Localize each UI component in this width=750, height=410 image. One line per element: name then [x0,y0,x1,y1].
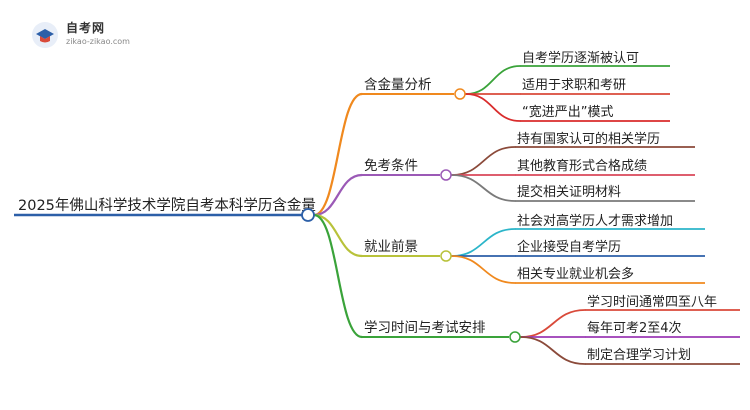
leaf-topic: 其他教育形式合格成绩 [517,158,647,174]
leaf-connector [451,228,516,257]
root-branch-connector [312,213,364,258]
branch-topic: 含金量分析 [364,77,432,93]
leaf-connector [451,146,516,176]
logo-title: 自考网 [66,21,106,35]
branch-topic: 免考条件 [364,157,418,174]
leaf-topic: 社会对高学历人才需求增加 [517,213,673,229]
root-branch-connector [312,213,364,339]
leaf-topic: 适用于求职和考研 [522,78,626,93]
branch-topic: 就业前景 [364,238,418,255]
leaf-connector [451,174,516,202]
leaf-topic: “宽进严出”模式 [522,104,613,120]
root-branch-connector [312,173,364,217]
leaf-connector [465,93,521,122]
root-topic: 2025年佛山科学技术学院自考本科学历含金量 [18,197,316,214]
leaf-topic: 提交相关证明材料 [517,184,621,200]
root-branch-connector [312,92,364,217]
branch-node-circle [440,169,452,181]
logo-url: zikao-zikao.com [66,37,130,46]
branch-node-circle [509,331,521,343]
leaf-topic: 企业接受自考学历 [517,239,621,255]
branch-topic: 学习时间与考试安排 [364,320,486,336]
site-logo: 自考网 zikao-zikao.com [30,18,150,50]
leaf-topic: 学习时间通常四至八年 [587,294,717,310]
branch-node-circle [454,88,466,100]
leaf-connector [465,65,521,95]
branch-node-circle [440,250,452,262]
leaf-topic: 持有国家认可的相关学历 [517,131,660,147]
leaf-connector [520,309,586,338]
leaf-connector [520,336,586,365]
leaf-topic: 相关专业就业机会多 [517,266,634,282]
leaf-connector [451,255,516,284]
root-node-circle [301,208,315,222]
graduation-cap-icon [32,22,58,48]
leaf-topic: 自考学历逐渐被认可 [522,50,639,66]
leaf-topic: 每年可考2至4次 [587,320,682,336]
leaf-topic: 制定合理学习计划 [587,347,691,363]
